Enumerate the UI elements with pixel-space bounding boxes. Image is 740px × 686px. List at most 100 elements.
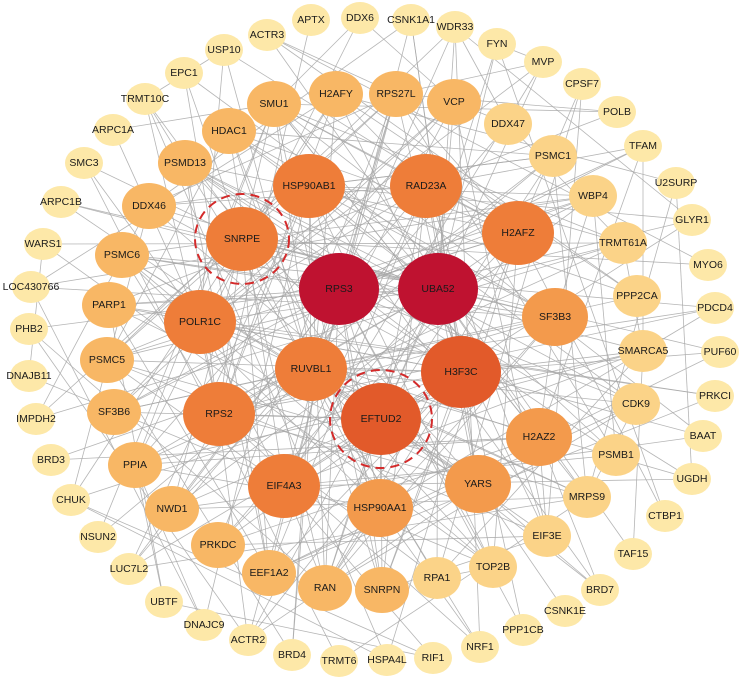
node-uba52[interactable]: UBA52 [398, 253, 478, 325]
node-dnajb11[interactable]: DNAJB11 [6, 360, 52, 392]
node-hsp90aa1[interactable]: HSP90AA1 [347, 479, 413, 537]
node-baat[interactable]: BAAT [684, 420, 722, 452]
node-rps3[interactable]: RPS3 [299, 253, 379, 325]
node-trmt61a[interactable]: TRMT61A [599, 222, 647, 264]
node-taf15[interactable]: TAF15 [614, 538, 652, 570]
node-psmc1[interactable]: PSMC1 [529, 135, 577, 177]
edge-dnajb11-wars1 [28, 243, 44, 377]
node-ugdh[interactable]: UGDH [673, 463, 711, 495]
node-psmb1[interactable]: PSMB1 [592, 434, 640, 476]
node-rps27l[interactable]: RPS27L [369, 71, 423, 117]
node-smc3[interactable]: SMC3 [65, 147, 103, 179]
node-chuk[interactable]: CHUK [52, 484, 90, 516]
node-snrpn[interactable]: SNRPN [355, 567, 409, 613]
node-circle-myo6 [689, 249, 727, 281]
node-pdcd4[interactable]: PDCD4 [696, 292, 734, 324]
node-trmt10c[interactable]: TRMT10C [121, 83, 170, 115]
node-circle-usp10 [205, 34, 243, 66]
node-vcp[interactable]: VCP [427, 79, 481, 125]
node-psmc6[interactable]: PSMC6 [95, 232, 149, 278]
node-rpa1[interactable]: RPA1 [413, 557, 461, 599]
node-prkci[interactable]: PRKCI [696, 380, 734, 412]
node-cpsf7[interactable]: CPSF7 [563, 68, 601, 100]
node-puf60[interactable]: PUF60 [701, 336, 739, 368]
node-mvp[interactable]: MVP [524, 46, 562, 78]
node-brd3[interactable]: BRD3 [32, 444, 70, 476]
node-cdk9[interactable]: CDK9 [612, 383, 660, 425]
node-dnajc9[interactable]: DNAJC9 [184, 609, 225, 641]
node-ran[interactable]: RAN [298, 565, 352, 611]
node-ruvbl1[interactable]: RUVBL1 [275, 337, 347, 401]
node-eftud2[interactable]: EFTUD2 [341, 383, 421, 455]
node-label-psmc5: PSMC5 [89, 354, 125, 366]
node-actr2[interactable]: ACTR2 [229, 624, 267, 656]
node-wbp4[interactable]: WBP4 [569, 175, 617, 217]
node-tfam[interactable]: TFAM [624, 130, 662, 162]
node-h2afz[interactable]: H2AFZ [482, 201, 554, 265]
node-ppp1cb[interactable]: PPP1CB [502, 614, 544, 646]
node-yars[interactable]: YARS [445, 455, 511, 513]
node-hspa4l[interactable]: HSPA4L [367, 644, 407, 676]
node-ddx46[interactable]: DDX46 [122, 183, 176, 229]
node-smu1[interactable]: SMU1 [247, 81, 301, 127]
node-hsp90ab1[interactable]: HSP90AB1 [273, 154, 345, 218]
node-csnk1e[interactable]: CSNK1E [544, 595, 586, 627]
node-h2afy[interactable]: H2AFY [309, 71, 363, 117]
node-loc430766[interactable]: LOC430766 [3, 271, 60, 303]
node-brd7[interactable]: BRD7 [581, 574, 619, 606]
node-csnk1a1[interactable]: CSNK1A1 [387, 4, 435, 36]
node-fyn[interactable]: FYN [478, 28, 516, 60]
node-ubtf[interactable]: UBTF [145, 586, 183, 618]
node-psmc5[interactable]: PSMC5 [80, 337, 134, 383]
node-rad23a[interactable]: RAD23A [390, 154, 462, 218]
node-usp10[interactable]: USP10 [205, 34, 243, 66]
node-ppp2ca[interactable]: PPP2CA [613, 275, 661, 317]
node-luc7l2[interactable]: LUC7L2 [110, 553, 149, 585]
node-hdac1[interactable]: HDAC1 [202, 108, 256, 154]
node-rif1[interactable]: RIF1 [414, 642, 452, 674]
node-phb2[interactable]: PHB2 [10, 313, 48, 345]
edge-polr1c-h2afy [199, 93, 337, 323]
node-nrf1[interactable]: NRF1 [461, 631, 499, 663]
node-eif3e[interactable]: EIF3E [523, 515, 571, 557]
node-ddx6[interactable]: DDX6 [341, 2, 379, 34]
node-arpc1b[interactable]: ARPC1B [40, 186, 82, 218]
node-actr3[interactable]: ACTR3 [248, 19, 286, 51]
node-sf3b3[interactable]: SF3B3 [522, 288, 588, 346]
node-mrps9[interactable]: MRPS9 [563, 476, 611, 518]
node-arpc1a[interactable]: ARPC1A [92, 114, 134, 146]
node-h2az2[interactable]: H2AZ2 [506, 408, 572, 466]
node-parp1[interactable]: PARP1 [82, 282, 136, 328]
node-prkdc[interactable]: PRKDC [191, 522, 245, 568]
node-h3f3c[interactable]: H3F3C [421, 336, 501, 408]
node-myo6[interactable]: MYO6 [689, 249, 727, 281]
node-label-smarca5: SMARCA5 [618, 345, 669, 357]
node-ctbp1[interactable]: CTBP1 [646, 500, 684, 532]
node-label-rps2: RPS2 [205, 408, 233, 420]
node-psmd13[interactable]: PSMD13 [158, 140, 212, 186]
node-aptx[interactable]: APTX [292, 4, 330, 36]
node-rps2[interactable]: RPS2 [183, 382, 255, 446]
node-epc1[interactable]: EPC1 [165, 57, 203, 89]
node-top2b[interactable]: TOP2B [469, 546, 517, 588]
node-ddx47[interactable]: DDX47 [484, 103, 532, 145]
node-snrpe[interactable]: SNRPE [206, 207, 278, 271]
node-wdr33[interactable]: WDR33 [436, 11, 474, 43]
node-impdh2[interactable]: IMPDH2 [16, 403, 56, 435]
node-nsun2[interactable]: NSUN2 [79, 521, 117, 553]
highlight-ring-eftud2 [329, 369, 433, 469]
node-eef1a2[interactable]: EEF1A2 [242, 550, 296, 596]
node-trmt6[interactable]: TRMT6 [320, 645, 358, 677]
node-eif4a3[interactable]: EIF4A3 [248, 454, 320, 518]
node-u2surp[interactable]: U2SURP [655, 167, 698, 199]
node-nwd1[interactable]: NWD1 [145, 486, 199, 532]
node-sf3b6[interactable]: SF3B6 [87, 389, 141, 435]
node-label-sf3b6: SF3B6 [98, 406, 130, 418]
node-wars1[interactable]: WARS1 [24, 228, 62, 260]
node-smarca5[interactable]: SMARCA5 [618, 330, 669, 372]
node-glyr1[interactable]: GLYR1 [673, 204, 711, 236]
node-polb[interactable]: POLB [598, 96, 636, 128]
node-ppia[interactable]: PPIA [108, 442, 162, 488]
node-polr1c[interactable]: POLR1C [164, 290, 236, 354]
node-brd4[interactable]: BRD4 [273, 639, 311, 671]
